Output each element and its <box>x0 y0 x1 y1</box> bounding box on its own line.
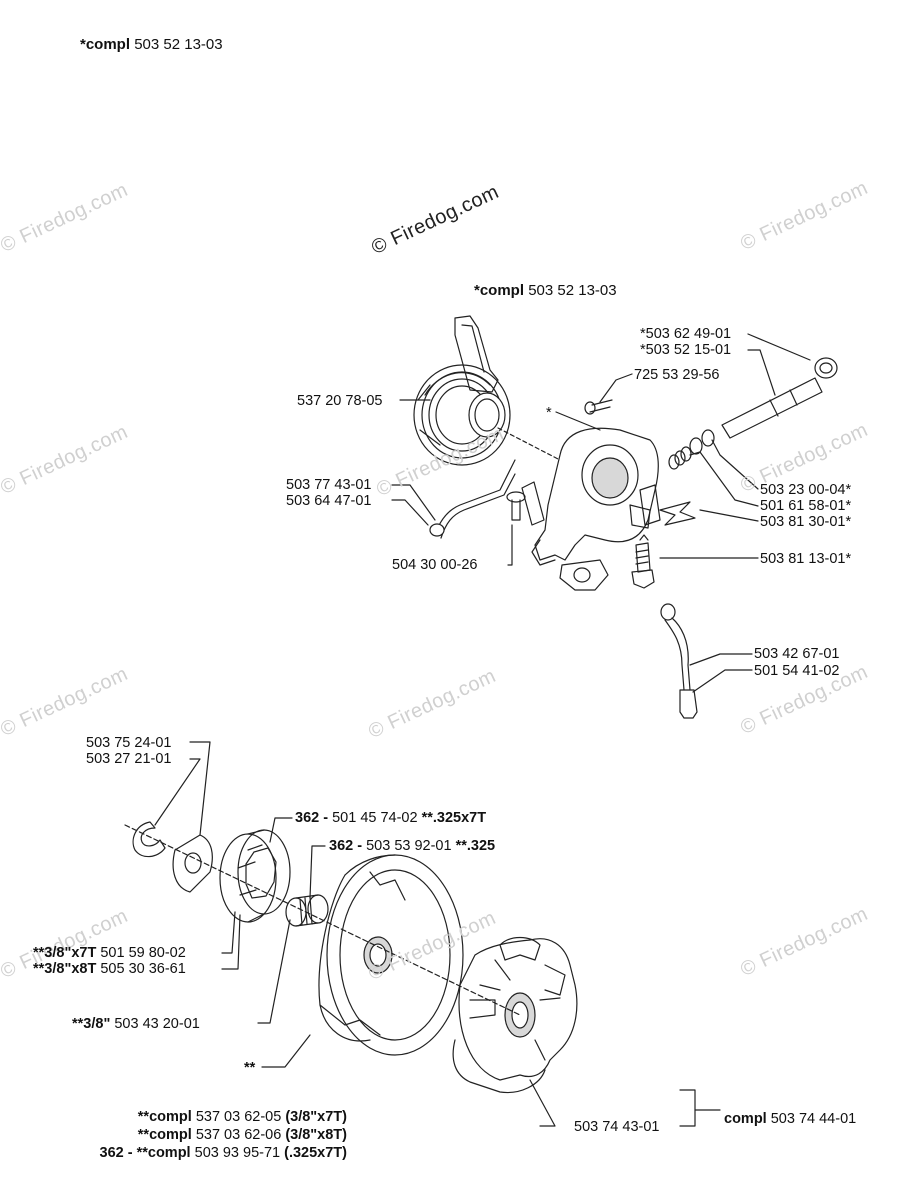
label-worm-gear: 537 20 78-05 <box>297 393 383 409</box>
label-valve: 504 30 00-26 <box>392 557 478 573</box>
top-screw-drawing <box>584 399 613 415</box>
adjust-screw-drawing <box>631 534 655 589</box>
footer-line-2: **compl 537 03 62-06 (3/8"x8T) <box>137 1127 347 1143</box>
label-hose-b: 501 54 41-02 <box>754 663 840 679</box>
clutch-drum-drawing <box>318 854 464 1056</box>
label-needle-bearing: **3/8" 503 43 20-01 <box>72 1016 200 1032</box>
label-washer-clutch: 503 27 21-01 <box>86 751 172 767</box>
label-clutch-complete: compl 503 74 44-01 <box>724 1111 857 1127</box>
label-pin: *503 62 49-01 <box>640 326 732 342</box>
upper-assembly-title: *compl 503 52 13-03 <box>474 282 617 299</box>
centrifugal-clutch-drawing <box>452 936 578 1094</box>
circlip-drawing <box>132 821 166 858</box>
oil-pump-body-drawing <box>531 427 661 591</box>
label-clutch-shoe: 503 74 43-01 <box>574 1119 660 1135</box>
spring-washer-drawing <box>668 429 715 470</box>
header-part-number: *compl 503 52 13-03 <box>80 36 223 53</box>
pump-shaft-drawing <box>721 357 838 439</box>
footer-line-3: 362 - **compl 503 93 95-71 (.325x7T) <box>99 1145 348 1161</box>
label-circlip: 503 75 24-01 <box>86 735 172 751</box>
label-rim-sprocket: 362 - 501 45 74-02 **.325x7T <box>295 810 487 826</box>
label-hose-a: 503 42 67-01 <box>754 646 840 662</box>
label-spur-8t: **3/8"x8T 505 30 36-61 <box>33 961 186 977</box>
worm-gear-drawing <box>413 315 511 466</box>
label-spur-7t: **3/8"x7T 501 59 80-02 <box>33 945 186 961</box>
washer-drawing <box>172 834 213 893</box>
valve-drawing <box>506 481 545 526</box>
label-pipe-b: 503 64 47-01 <box>286 493 372 509</box>
label-pipe-a: 503 77 43-01 <box>286 477 372 493</box>
label-plate: 503 81 30-01* <box>760 514 852 530</box>
label-spring: 501 61 58-01* <box>760 498 852 514</box>
footer-line-1: **compl 537 03 62-05 (3/8"x7T) <box>137 1109 347 1125</box>
plate-drawing <box>659 501 696 526</box>
needle-bearing-drawing <box>285 894 329 927</box>
label-shaft: *503 52 15-01 <box>640 342 732 358</box>
oil-pipe-drawing <box>429 459 516 539</box>
label-asterisk: * <box>546 405 552 421</box>
label-clutch-drum: ** <box>244 1060 256 1076</box>
label-washer: 503 23 00-04* <box>760 482 852 498</box>
label-adjust-screw: 503 81 13-01* <box>760 551 852 567</box>
label-top-screw: 725 53 29-56 <box>634 367 720 383</box>
label-needle-bearing-325: 362 - 503 53 92-01 **.325 <box>329 838 496 854</box>
rim-sprocket-drawing <box>219 829 291 923</box>
oil-hose-drawing <box>660 603 698 719</box>
